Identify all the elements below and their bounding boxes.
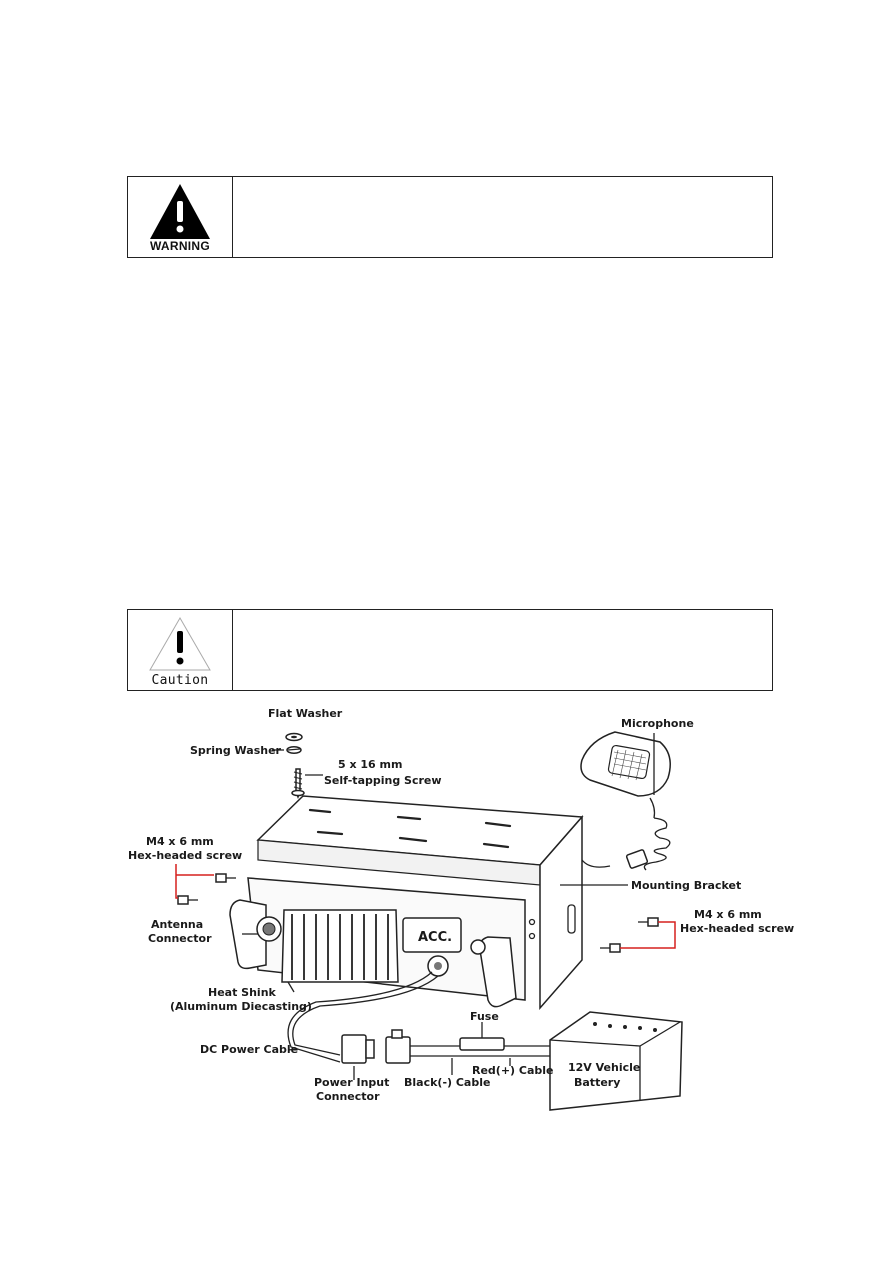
battery-icon [549,1011,683,1111]
spring-washer-label: Spring Washer [190,744,282,757]
mounting-bracket-label: Mounting Bracket [631,879,741,892]
warning-box: WARNING [127,176,773,258]
warning-triangle-icon [150,184,210,239]
radio-body: ACC. [229,877,526,1008]
screw-type-label: Self-tapping Screw [324,774,442,787]
caution-triangle-icon [149,616,211,671]
caution-icon-cell: Caution [128,610,233,690]
heat-sink-label-2: (Aluminum Diecasting) [170,1000,312,1013]
antenna-label-1: Antenna [151,918,203,931]
spring-washer-icon [286,746,302,754]
antenna-label-2: Connector [148,932,212,945]
flat-washer-label: Flat Washer [268,707,343,720]
power-input-label-2: Connector [316,1090,380,1103]
screw-size-label: 5 x 16 mm [338,758,402,771]
fuse-label: Fuse [470,1010,499,1023]
m4-right-size-label: M4 x 6 mm [694,908,762,921]
installation-diagram: ACC. [128,707,794,1111]
microphone-label: Microphone [621,717,694,730]
self-tapping-screw-icon [291,768,305,800]
acc-label: ACC. [418,930,452,945]
black-cable-label: Black(-) Cable [404,1076,490,1089]
m4-left-type-label: Hex-headed screw [128,849,242,862]
m4-right-type-label: Hex-headed screw [680,922,794,935]
warning-caption: WARNING [149,239,211,253]
hex-screw-left-icon [177,873,236,905]
battery-label-2: Battery [574,1076,620,1089]
caution-caption: Caution [151,673,209,688]
heat-sink-label-1: Heat Shink [208,986,277,999]
microphone-icon [580,731,671,871]
fuse-icon [459,1037,505,1051]
hex-screw-right-icon [600,917,659,953]
m4-left-size-label: M4 x 6 mm [146,835,214,848]
battery-label-1: 12V Vehicle [568,1061,640,1074]
red-cable-label: Red(+) Cable [472,1064,554,1077]
flat-washer-icon [285,732,303,742]
dc-power-cable-label: DC Power Cable [200,1043,298,1056]
warning-text-cell [233,177,772,257]
warning-icon-cell: WARNING [128,177,233,257]
caution-box: Caution [127,609,773,691]
caution-text-cell [233,610,772,690]
mounting-bracket [256,795,584,1010]
power-input-label-1: Power Input [314,1076,389,1089]
power-input-connector [341,1029,411,1064]
